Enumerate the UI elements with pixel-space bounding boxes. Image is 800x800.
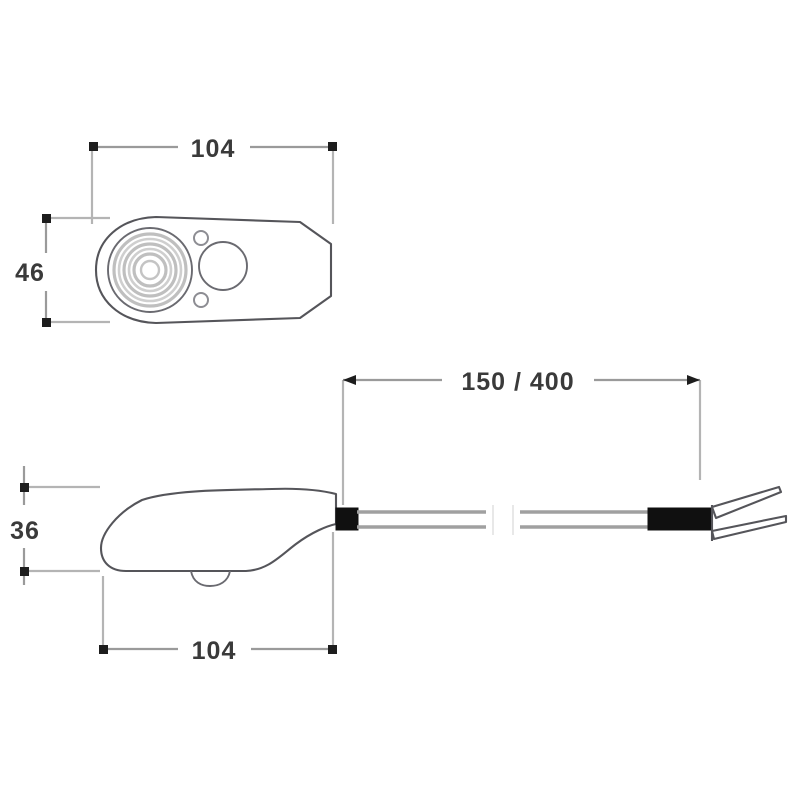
dimension-tick-right — [328, 142, 337, 151]
underside-bump — [190, 570, 231, 587]
dimension-tick-bottom — [20, 567, 29, 576]
dimension-tick-top — [20, 483, 29, 492]
terminal-prong-lower — [710, 514, 788, 541]
lens-ring-5 — [132, 252, 168, 288]
dimension-tick-top — [42, 214, 51, 223]
center-hole — [139, 259, 161, 281]
bulb-access-circle — [198, 241, 248, 291]
dimension-side-height-label: 36 — [10, 517, 40, 545]
dimension-cable-length-label: 150 / 400 — [461, 368, 574, 396]
lens-bezel-ring — [107, 227, 193, 313]
lamp-body-outline — [99, 487, 338, 573]
lens-ring-4 — [127, 247, 173, 293]
dimension-cable-length: 150 / 400 — [341, 368, 702, 505]
dimension-arrow-left — [343, 375, 356, 385]
lens-ring-1 — [112, 232, 188, 308]
mount-hole-top — [193, 230, 209, 246]
side-view: 36 — [10, 466, 788, 665]
terminal-prong-upper — [710, 485, 783, 520]
body-connector-block — [335, 507, 359, 531]
dimension-top-width: 104 — [89, 135, 337, 224]
cable-break-line — [492, 505, 514, 535]
dimension-side-height: 36 — [10, 466, 100, 585]
dimension-side-width-label: 104 — [192, 637, 237, 665]
dimension-top-width-label: 104 — [191, 135, 236, 163]
lens-ring-2 — [117, 237, 183, 303]
dimension-tick-right — [328, 645, 337, 654]
fresnel-lens-rings — [112, 232, 188, 308]
mount-hole-bottom — [193, 292, 209, 308]
dimension-top-height-label: 46 — [15, 259, 45, 287]
top-view: 104 46 — [15, 135, 337, 327]
dimension-tick-left — [89, 142, 98, 151]
dimension-arrow-right — [687, 375, 700, 385]
lens-ring-3 — [122, 242, 178, 298]
dimension-tick-left — [99, 645, 108, 654]
dimension-tick-bottom — [42, 318, 51, 327]
splayed-terminal — [710, 485, 788, 541]
dimension-side-width: 104 — [99, 532, 337, 665]
dimension-top-height: 46 — [15, 214, 110, 327]
end-connector-block — [647, 507, 713, 531]
